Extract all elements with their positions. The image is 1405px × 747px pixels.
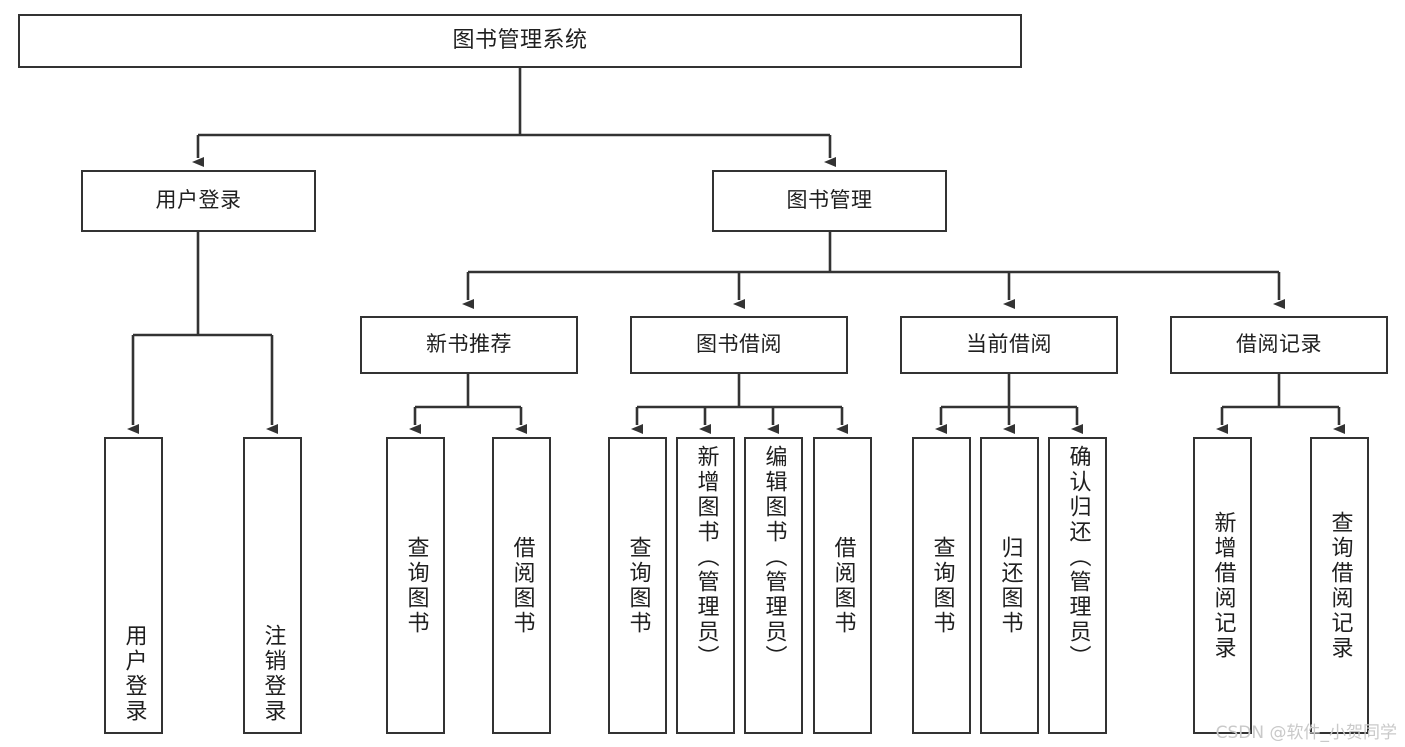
node-label: 图书借阅 [696, 332, 782, 357]
leaf-user-login[interactable]: 用户登录 [104, 437, 163, 734]
node-label: 借阅图书 [509, 535, 535, 636]
leaf-logout[interactable]: 注销登录 [243, 437, 302, 734]
node-book-manage[interactable]: 图书管理 [712, 170, 947, 232]
node-current-borrow[interactable]: 当前借阅 [900, 316, 1118, 374]
node-label: 查询借阅记录 [1327, 510, 1353, 661]
node-label: 新增借阅记录 [1210, 510, 1236, 661]
node-label: 查询图书 [625, 535, 651, 636]
node-root[interactable]: 图书管理系统 [18, 14, 1022, 68]
leaf-query-book-1[interactable]: 查询图书 [386, 437, 445, 734]
csdn-watermark: CSDN @软件_小贺同学 [1215, 723, 1397, 743]
node-label: 图书管理 [786, 188, 873, 213]
node-user-login[interactable]: 用户登录 [81, 170, 316, 232]
node-label: 用户登录 [155, 188, 242, 213]
node-label: 查询图书 [929, 535, 955, 636]
node-borrow-record[interactable]: 借阅记录 [1170, 316, 1388, 374]
node-label: 新增图书（管理员） [693, 445, 719, 670]
leaf-return-book[interactable]: 归还图书 [980, 437, 1039, 734]
leaf-borrow-book-1[interactable]: 借阅图书 [492, 437, 551, 734]
node-label: 用户登录 [121, 624, 147, 724]
node-label: 借阅记录 [1236, 332, 1322, 357]
node-label: 确认归还（管理员） [1065, 445, 1091, 670]
node-label: 注销登录 [260, 624, 286, 724]
leaf-query-book-3[interactable]: 查询图书 [912, 437, 971, 734]
node-label: 当前借阅 [966, 332, 1052, 357]
node-label: 图书管理系统 [452, 27, 588, 53]
node-label: 新书推荐 [426, 332, 512, 357]
node-label: 编辑图书（管理员） [761, 445, 787, 670]
leaf-query-book-2[interactable]: 查询图书 [608, 437, 667, 734]
leaf-query-record[interactable]: 查询借阅记录 [1310, 437, 1369, 734]
leaf-add-book[interactable]: 新增图书（管理员） [676, 437, 735, 734]
node-label: 归还图书 [997, 535, 1023, 636]
node-book-borrow[interactable]: 图书借阅 [630, 316, 848, 374]
leaf-add-record[interactable]: 新增借阅记录 [1193, 437, 1252, 734]
node-new-book-rec[interactable]: 新书推荐 [360, 316, 578, 374]
leaf-borrow-book-2[interactable]: 借阅图书 [813, 437, 872, 734]
leaf-confirm-return[interactable]: 确认归还（管理员） [1048, 437, 1107, 734]
node-label: 查询图书 [403, 535, 429, 636]
leaf-edit-book[interactable]: 编辑图书（管理员） [744, 437, 803, 734]
node-label: 借阅图书 [830, 535, 856, 636]
